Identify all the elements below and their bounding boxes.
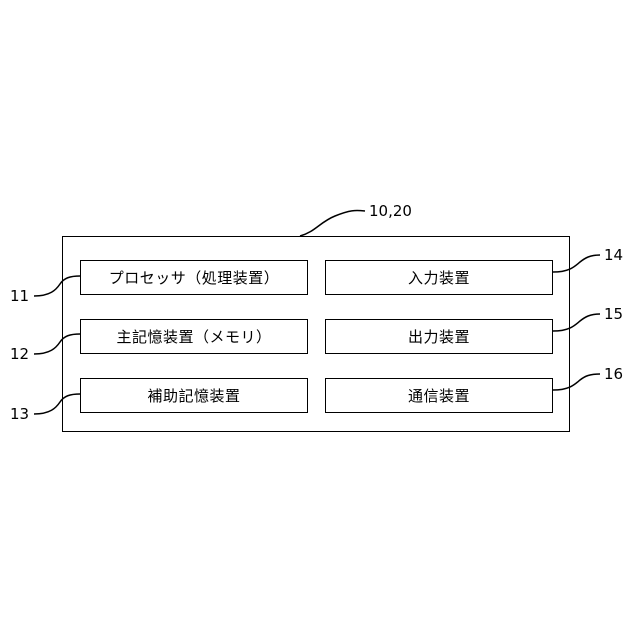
ref-number-12: 12 [10, 347, 29, 362]
communication-device-box: 通信装置 [325, 378, 553, 413]
processor-label: プロセッサ（処理装置） [109, 267, 280, 288]
ref-number-15: 15 [604, 307, 623, 322]
leader-line-system [300, 211, 365, 236]
ref-number-16: 16 [604, 367, 623, 382]
communication-device-label: 通信装置 [408, 385, 470, 406]
main-memory-label: 主記憶装置（メモリ） [116, 326, 271, 347]
processor-box: プロセッサ（処理装置） [80, 260, 308, 295]
output-device-label: 出力装置 [408, 326, 470, 347]
ref-number-11: 11 [10, 289, 29, 304]
main-memory-box: 主記憶装置（メモリ） [80, 319, 308, 354]
input-device-label: 入力装置 [408, 267, 470, 288]
system-reference-number: 10,20 [369, 204, 412, 219]
auxiliary-storage-label: 補助記憶装置 [147, 385, 240, 406]
ref-number-13: 13 [10, 407, 29, 422]
ref-number-14: 14 [604, 248, 623, 263]
output-device-box: 出力装置 [325, 319, 553, 354]
input-device-box: 入力装置 [325, 260, 553, 295]
auxiliary-storage-box: 補助記憶装置 [80, 378, 308, 413]
